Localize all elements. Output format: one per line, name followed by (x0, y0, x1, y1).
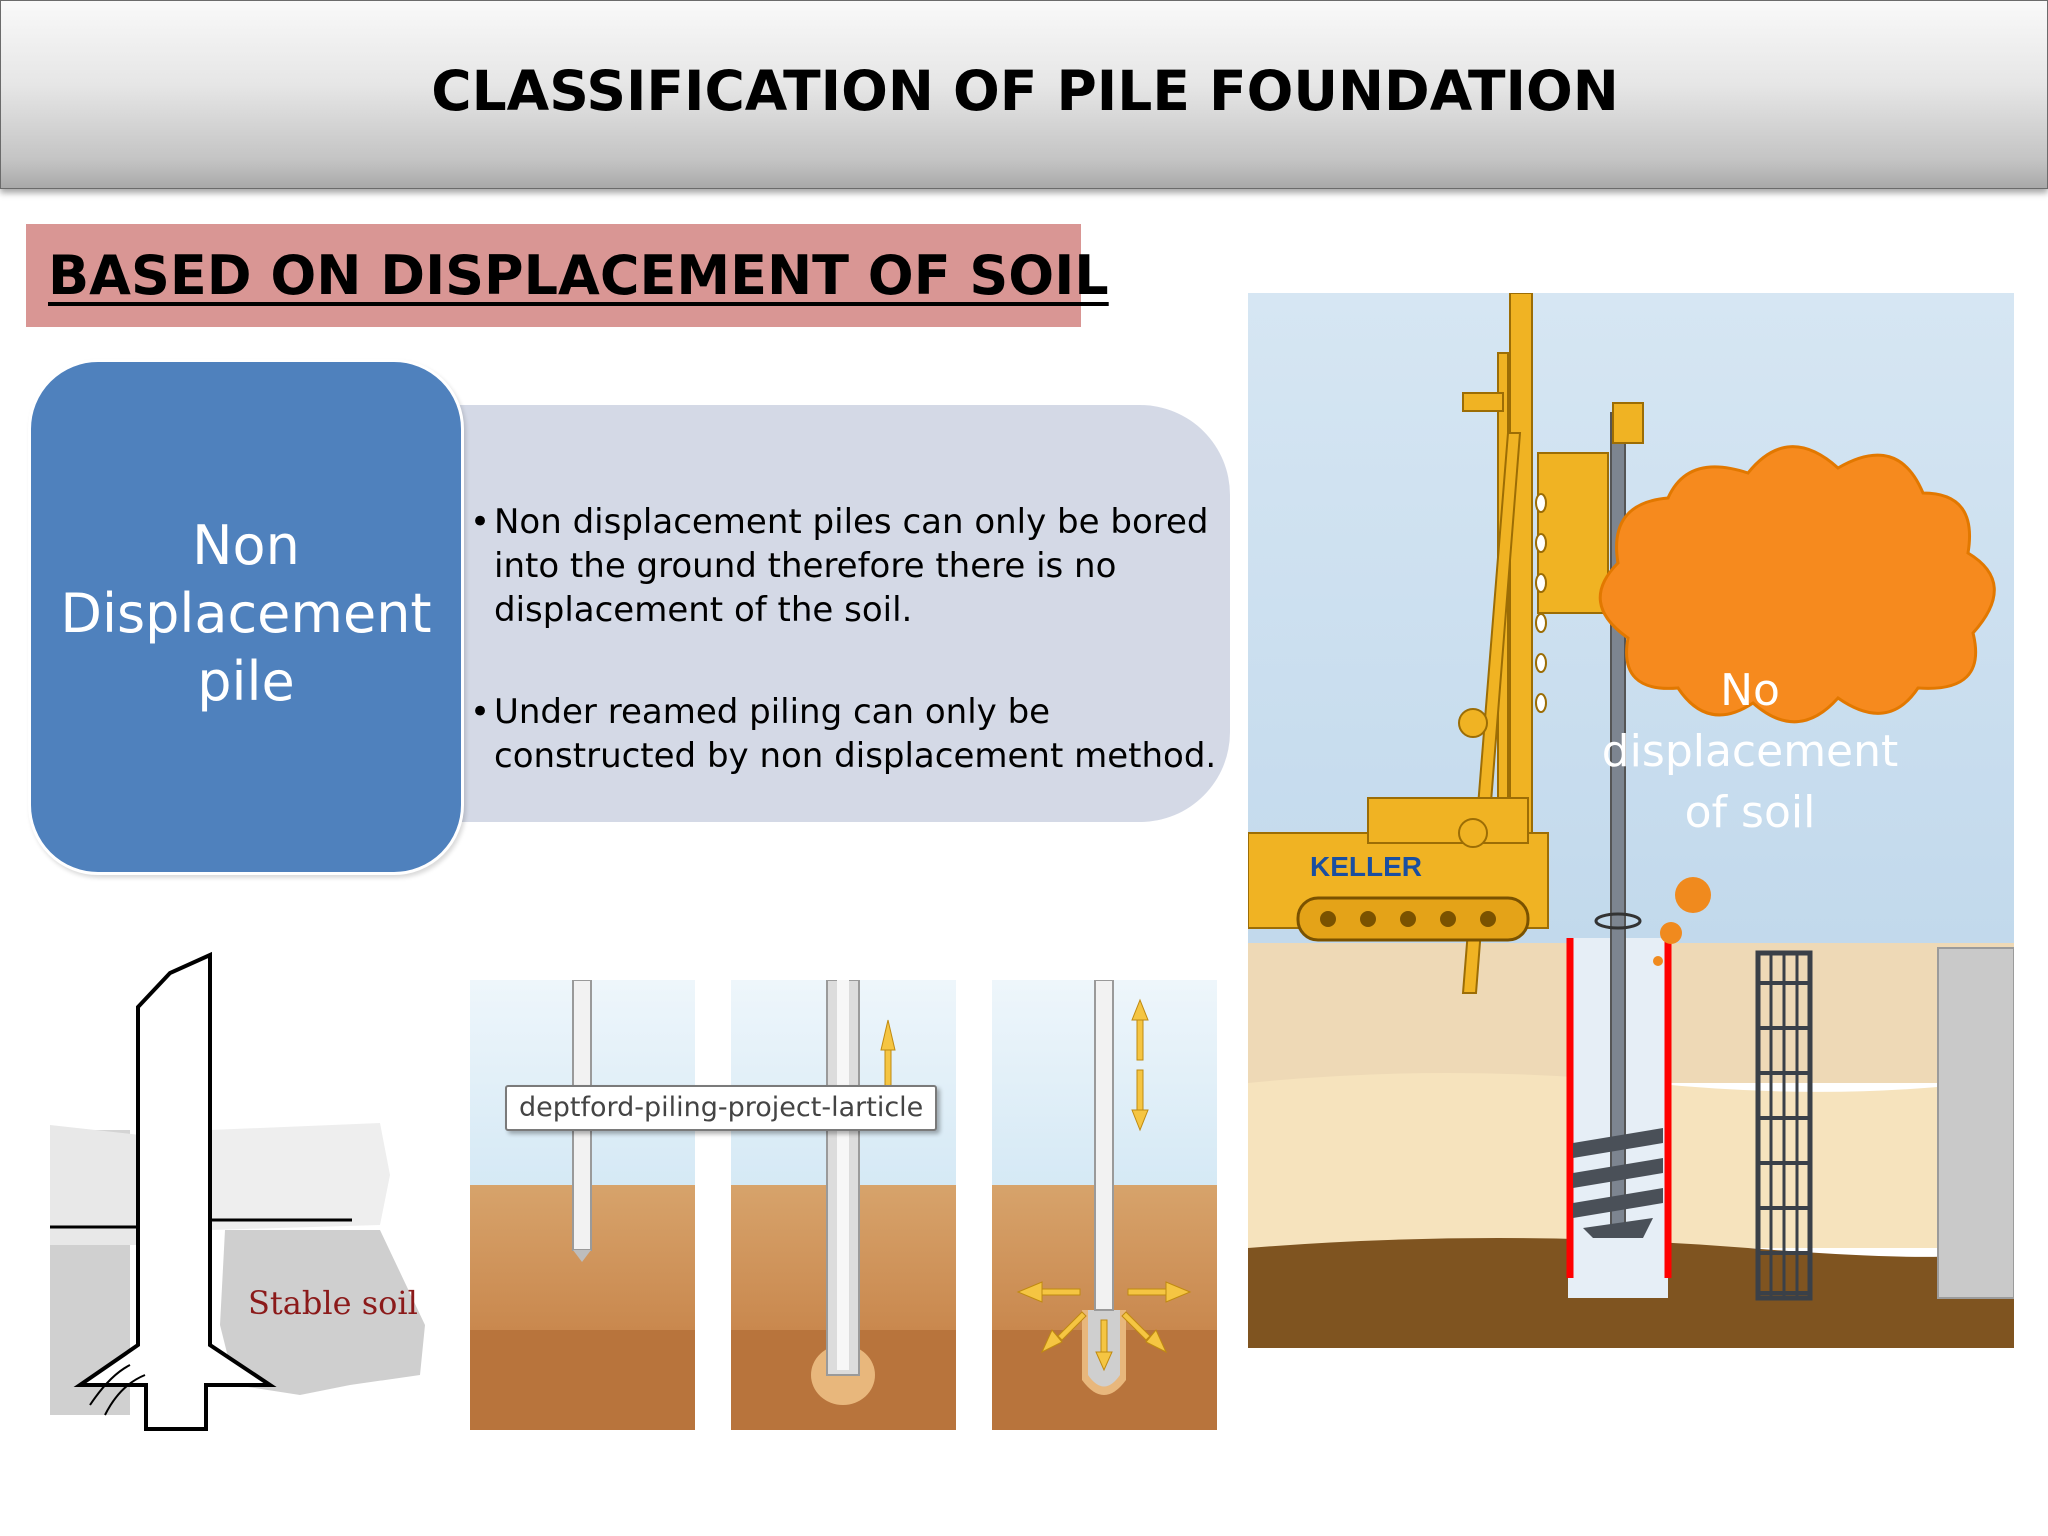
slide-subtitle: BASED ON DISPLACEMENT OF SOIL (48, 244, 1109, 307)
bubble-small (1653, 956, 1663, 966)
description-list: Non displacement piles can only be bored… (470, 500, 1220, 836)
subtitle-banner: BASED ON DISPLACEMENT OF SOIL (26, 224, 1081, 327)
cloud-label: No displacement of soil (1580, 660, 1920, 843)
sequence-step-1 (470, 980, 695, 1430)
bubble-large (1675, 877, 1711, 913)
pile-sketch-figure (50, 945, 450, 1435)
description-panel: Non displacement piles can only be bored… (430, 405, 1230, 822)
title-bar: CLASSIFICATION OF PILE FOUNDATION (0, 0, 2048, 189)
sequence-step-3 (992, 980, 1217, 1430)
cloud-line: of soil (1580, 782, 1920, 843)
cloud-line: displacement (1580, 721, 1920, 782)
category-box: Non Displacement pile (28, 359, 464, 875)
category-line: Non (31, 512, 461, 580)
slide-title: CLASSIFICATION OF PILE FOUNDATION (1, 59, 2048, 123)
sequence-step-2 (731, 980, 956, 1430)
stable-soil-label: Stable soil (248, 1284, 418, 1322)
description-bullet: Non displacement piles can only be bored… (470, 500, 1220, 632)
cloud-line: No (1580, 660, 1920, 721)
sequence-caption: deptford-piling-project-larticle (505, 1085, 937, 1131)
category-line: pile (31, 648, 461, 716)
sketch-soil-left-lower (50, 1245, 130, 1415)
concrete-pile (1938, 948, 2014, 1298)
description-bullet: Under reamed piling can only be construc… (470, 690, 1220, 778)
category-label: Non Displacement pile (31, 512, 461, 716)
category-line: Displacement (31, 580, 461, 648)
rig-brand-logo: KELLER (1310, 851, 1422, 882)
piling-sequence-figure (470, 980, 1220, 1450)
bubble-medium (1660, 922, 1682, 944)
sketch-soil-upper (210, 1123, 390, 1230)
